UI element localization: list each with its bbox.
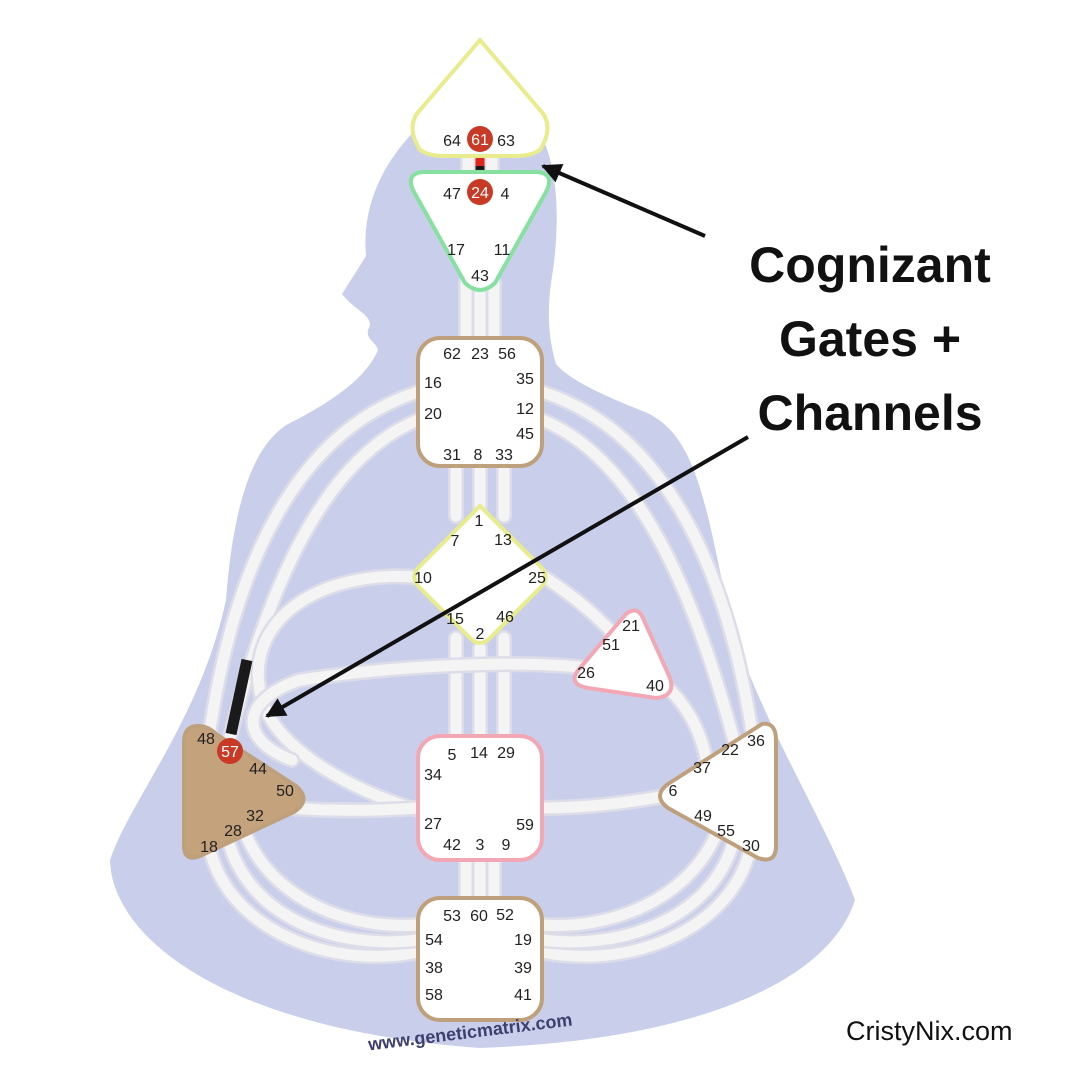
- active-gate-marker-24: [467, 179, 493, 205]
- channel-line: [536, 834, 740, 948]
- g-center: [412, 504, 548, 645]
- gate-56: 56: [498, 346, 516, 363]
- gate-19: 19: [514, 932, 532, 949]
- root-center: [416, 896, 544, 1022]
- gate-60: 60: [470, 908, 488, 925]
- gate-47: 47: [443, 186, 461, 203]
- gate-58: 58: [425, 987, 443, 1004]
- gate-14: 14: [470, 745, 488, 762]
- gate-27: 27: [424, 816, 442, 833]
- energy-centers: [182, 38, 778, 1022]
- gate-5: 5: [448, 747, 457, 764]
- gate-63: 63: [497, 133, 515, 150]
- gate-57: 57: [221, 744, 239, 761]
- caption-line-1: Cognizant: [749, 237, 991, 293]
- gate-3: 3: [476, 837, 485, 854]
- gate-18: 18: [200, 839, 218, 856]
- gate-40: 40: [646, 678, 664, 695]
- gate-11: 11: [494, 242, 511, 259]
- gate-36: 36: [747, 733, 765, 750]
- gate-16: 16: [424, 375, 442, 392]
- gate-54: 54: [425, 932, 443, 949]
- gate-59: 59: [516, 817, 534, 834]
- channel-lines: [198, 148, 764, 965]
- gate-26: 26: [577, 665, 595, 682]
- gate-10: 10: [414, 570, 432, 587]
- gate-17: 17: [447, 242, 465, 259]
- gate-52: 52: [496, 907, 514, 924]
- gate-44: 44: [249, 761, 267, 778]
- gate-37: 37: [693, 760, 711, 777]
- channel-line: [238, 824, 424, 932]
- gate-22: 22: [721, 742, 739, 759]
- channel-line: [534, 790, 672, 814]
- gate-38: 38: [425, 960, 443, 977]
- gate-33: 33: [495, 447, 513, 464]
- caption-line-3: Channels: [757, 385, 983, 441]
- channel-line: [204, 844, 424, 962]
- gate-50: 50: [276, 783, 294, 800]
- head-center: [410, 38, 550, 158]
- gate-25: 25: [528, 570, 546, 587]
- gate-49: 49: [694, 808, 712, 825]
- gate-20: 20: [424, 406, 442, 423]
- channel-line: [536, 386, 762, 766]
- gate-51: 51: [602, 637, 620, 654]
- gate-6: 6: [669, 783, 678, 800]
- channel-line: [536, 414, 750, 786]
- throat-center: [416, 336, 544, 468]
- gate-64: 64: [443, 133, 461, 150]
- channel-line: [536, 844, 756, 962]
- gate-30: 30: [742, 838, 760, 855]
- gate-31: 31: [443, 447, 461, 464]
- gate-21: 21: [622, 618, 640, 635]
- channel-line: [247, 658, 594, 766]
- gate-29: 29: [497, 745, 515, 762]
- solar-plexus-center: [658, 721, 778, 862]
- gate-28: 28: [224, 823, 242, 840]
- sacral-center: [416, 734, 544, 862]
- gate-1: 1: [475, 513, 484, 530]
- gate-34: 34: [424, 767, 442, 784]
- gate-2: 2: [476, 626, 485, 643]
- gate-39: 39: [514, 960, 532, 977]
- heart-center: [572, 608, 674, 700]
- gate-43: 43: [471, 268, 489, 285]
- caption-line-2: Gates +: [778, 311, 962, 367]
- gate-42: 42: [443, 837, 461, 854]
- gate-23: 23: [471, 346, 489, 363]
- callout-arrow-spleen: [265, 435, 750, 718]
- gate-13: 13: [494, 532, 512, 549]
- gate-62: 62: [443, 346, 461, 363]
- callout-caption: Cognizant Gates + Channels: [745, 228, 995, 450]
- gate-35: 35: [516, 371, 534, 388]
- gate-55: 55: [717, 823, 735, 840]
- gate-9: 9: [502, 837, 511, 854]
- gate-53: 53: [443, 908, 461, 925]
- channel-line: [200, 386, 424, 766]
- gate-4: 4: [501, 186, 510, 203]
- channel-line: [536, 824, 724, 932]
- spleen-center: [182, 724, 306, 860]
- active-channel-57-stub: [225, 658, 253, 736]
- gate-61: 61: [471, 132, 489, 149]
- gate-41: 41: [514, 987, 532, 1004]
- active-gate-marker-57: [217, 738, 243, 764]
- active-gate-marker-61: [467, 126, 493, 152]
- gate-48: 48: [197, 731, 215, 748]
- channel-line: [284, 802, 424, 816]
- gate-8: 8: [474, 447, 483, 464]
- gate-46: 46: [496, 609, 514, 626]
- gate-45: 45: [516, 426, 534, 443]
- gate-32: 32: [246, 808, 264, 825]
- channel-line: [222, 834, 424, 948]
- gate-7: 7: [451, 533, 460, 550]
- gate-15: 15: [446, 611, 464, 628]
- gate-24: 24: [471, 185, 489, 202]
- callout-arrow-head-ajna: [541, 163, 706, 238]
- site-credit: CristyNix.com: [846, 1016, 1013, 1046]
- gate-12: 12: [516, 401, 534, 418]
